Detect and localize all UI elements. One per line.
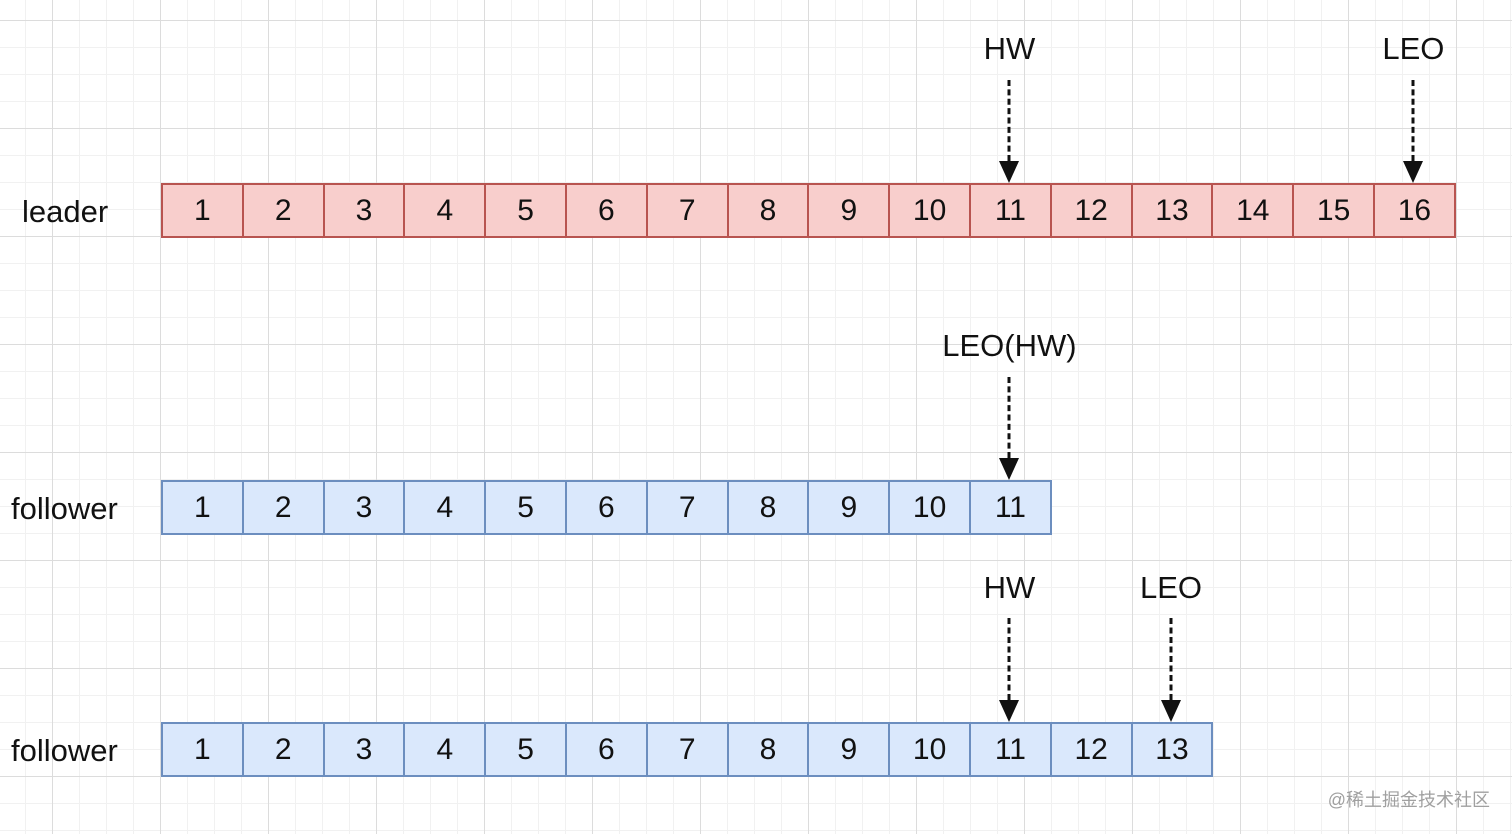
follower-2-log-cell: 11 xyxy=(969,722,1052,777)
follower-2-log-cell: 7 xyxy=(645,722,729,777)
leader-log-cell: 10 xyxy=(888,183,971,238)
follower-1-log-cell: 10 xyxy=(888,480,971,535)
follower-2-hw-marker-label: HW xyxy=(983,570,1036,605)
leader-log-cell: 6 xyxy=(565,183,648,238)
follower-1-label: follower xyxy=(11,491,118,526)
follower-2-hw-arrow-head xyxy=(999,700,1020,722)
follower-1-leo-hw-marker-label: LEO(HW) xyxy=(942,328,1077,363)
leader-log-cell: 3 xyxy=(322,183,406,238)
follower-2-label: follower xyxy=(11,733,118,768)
leader-log-cell: 4 xyxy=(403,183,487,238)
watermark: @稀土掘金技术社区 xyxy=(1327,790,1490,810)
leader-log-cell: 15 xyxy=(1292,183,1375,238)
leader-label: leader xyxy=(22,194,109,229)
leader-log-cell: 5 xyxy=(484,183,567,238)
leader-leo-arrow-head xyxy=(1403,161,1424,183)
follower-2-log-cell: 6 xyxy=(565,722,648,777)
follower-2-log-cell: 1 xyxy=(161,722,244,777)
follower-1-log-cell: 11 xyxy=(969,480,1052,535)
follower-2-log-cell: 10 xyxy=(888,722,971,777)
follower-1-log-cell: 1 xyxy=(161,480,244,535)
follower-2-leo-arrow-line xyxy=(1169,618,1173,700)
follower-2-leo-arrow-head xyxy=(1161,700,1181,722)
leader-leo-marker-label: LEO xyxy=(1382,31,1445,66)
follower-2-log-cell: 4 xyxy=(403,722,487,777)
follower-2-log-cell: 5 xyxy=(484,722,567,777)
follower-1-log-cell: 5 xyxy=(484,480,567,535)
follower-2-log-cell: 9 xyxy=(807,722,891,777)
leader-log-cell: 9 xyxy=(807,183,891,238)
follower-1-leo-hw-arrow-head xyxy=(999,458,1020,480)
leader-log-cell: 8 xyxy=(726,183,810,238)
follower-1-log-cell: 4 xyxy=(403,480,487,535)
leader-hw-arrow-line xyxy=(1007,80,1011,161)
follower-2-log-cell: 2 xyxy=(241,722,325,777)
follower-1-log-cell: 9 xyxy=(807,480,891,535)
follower-2-leo-marker-label: LEO xyxy=(1139,570,1203,605)
leader-log-cell: 7 xyxy=(645,183,729,238)
leader-hw-marker-label: HW xyxy=(983,31,1036,66)
follower-2-log-cell: 12 xyxy=(1049,722,1133,777)
leader-hw-arrow-head xyxy=(999,161,1020,183)
leader-log-cell: 16 xyxy=(1373,183,1456,238)
leader-log-cell: 13 xyxy=(1130,183,1214,238)
leader-log-cell: 11 xyxy=(969,183,1052,238)
follower-1-log-cell: 8 xyxy=(726,480,810,535)
follower-1-leo-hw-arrow-line xyxy=(1007,377,1011,458)
leader-log-cell: 2 xyxy=(241,183,325,238)
leader-log-cell: 1 xyxy=(161,183,244,238)
follower-1-log-cell: 7 xyxy=(645,480,729,535)
follower-2-log-cell: 3 xyxy=(322,722,406,777)
leader-leo-arrow-line xyxy=(1411,80,1415,161)
follower-1-log-cell: 6 xyxy=(565,480,648,535)
leader-log-cell: 14 xyxy=(1211,183,1295,238)
follower-2-log-cell: 13 xyxy=(1130,722,1214,777)
follower-2-hw-arrow-line xyxy=(1007,618,1011,700)
follower-2-log-cell: 8 xyxy=(726,722,810,777)
leader-log-cell: 12 xyxy=(1049,183,1133,238)
follower-1-log-cell: 3 xyxy=(322,480,406,535)
follower-1-log-cell: 2 xyxy=(241,480,325,535)
